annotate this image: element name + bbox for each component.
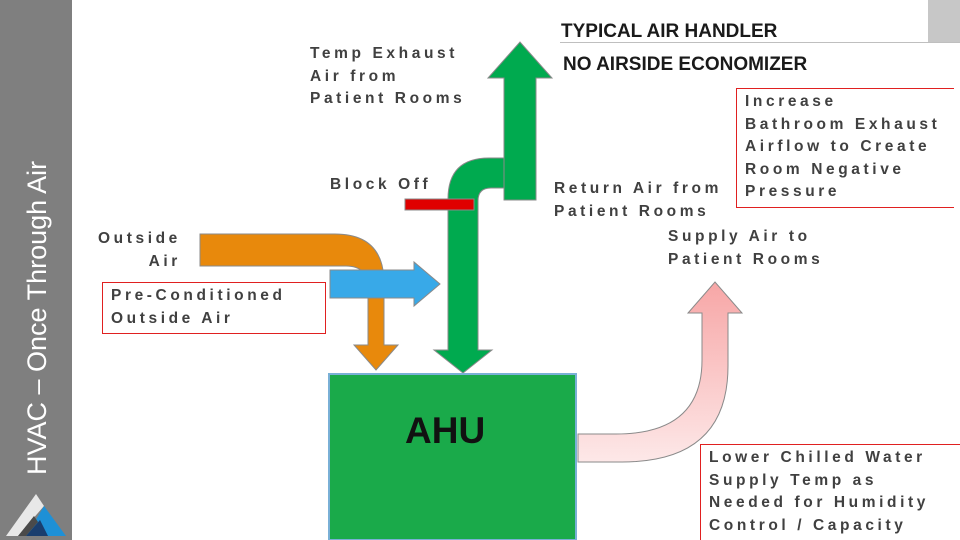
diagram-title-line1: TYPICAL AIR HANDLER [561,21,778,42]
block-off-label: Block Off [330,176,432,193]
return-air-label: Return Air from Patient Rooms [554,180,722,220]
lower-chilled-water-label: Lower Chilled Water Supply Temp as Neede… [700,444,960,540]
return-air-arrow [432,157,505,374]
outside-air-arrow [199,233,400,371]
preconditioned-air-arrow [329,260,441,308]
title-rule [560,42,960,43]
supply-air-label: Supply Air to Patient Rooms [668,228,824,268]
supply-air-arrow [577,281,744,463]
triangle-logo-icon [6,494,66,536]
corner-block [928,0,960,42]
preconditioned-label: Pre-Conditioned Outside Air [102,282,326,334]
ahu-label: AHU [405,410,486,451]
sidebar: HVAC – Once Through Air [0,0,72,540]
outside-air-label: Outside Air [98,230,181,270]
increase-exhaust-label: Increase Bathroom Exhaust Airflow to Cre… [736,88,954,208]
ahu-box [328,373,577,540]
temp-exhaust-label: Temp Exhaust Air from Patient Rooms [310,45,466,107]
diagram-title-line2: NO AIRSIDE ECONOMIZER [563,54,808,75]
block-off-damper [404,198,475,211]
